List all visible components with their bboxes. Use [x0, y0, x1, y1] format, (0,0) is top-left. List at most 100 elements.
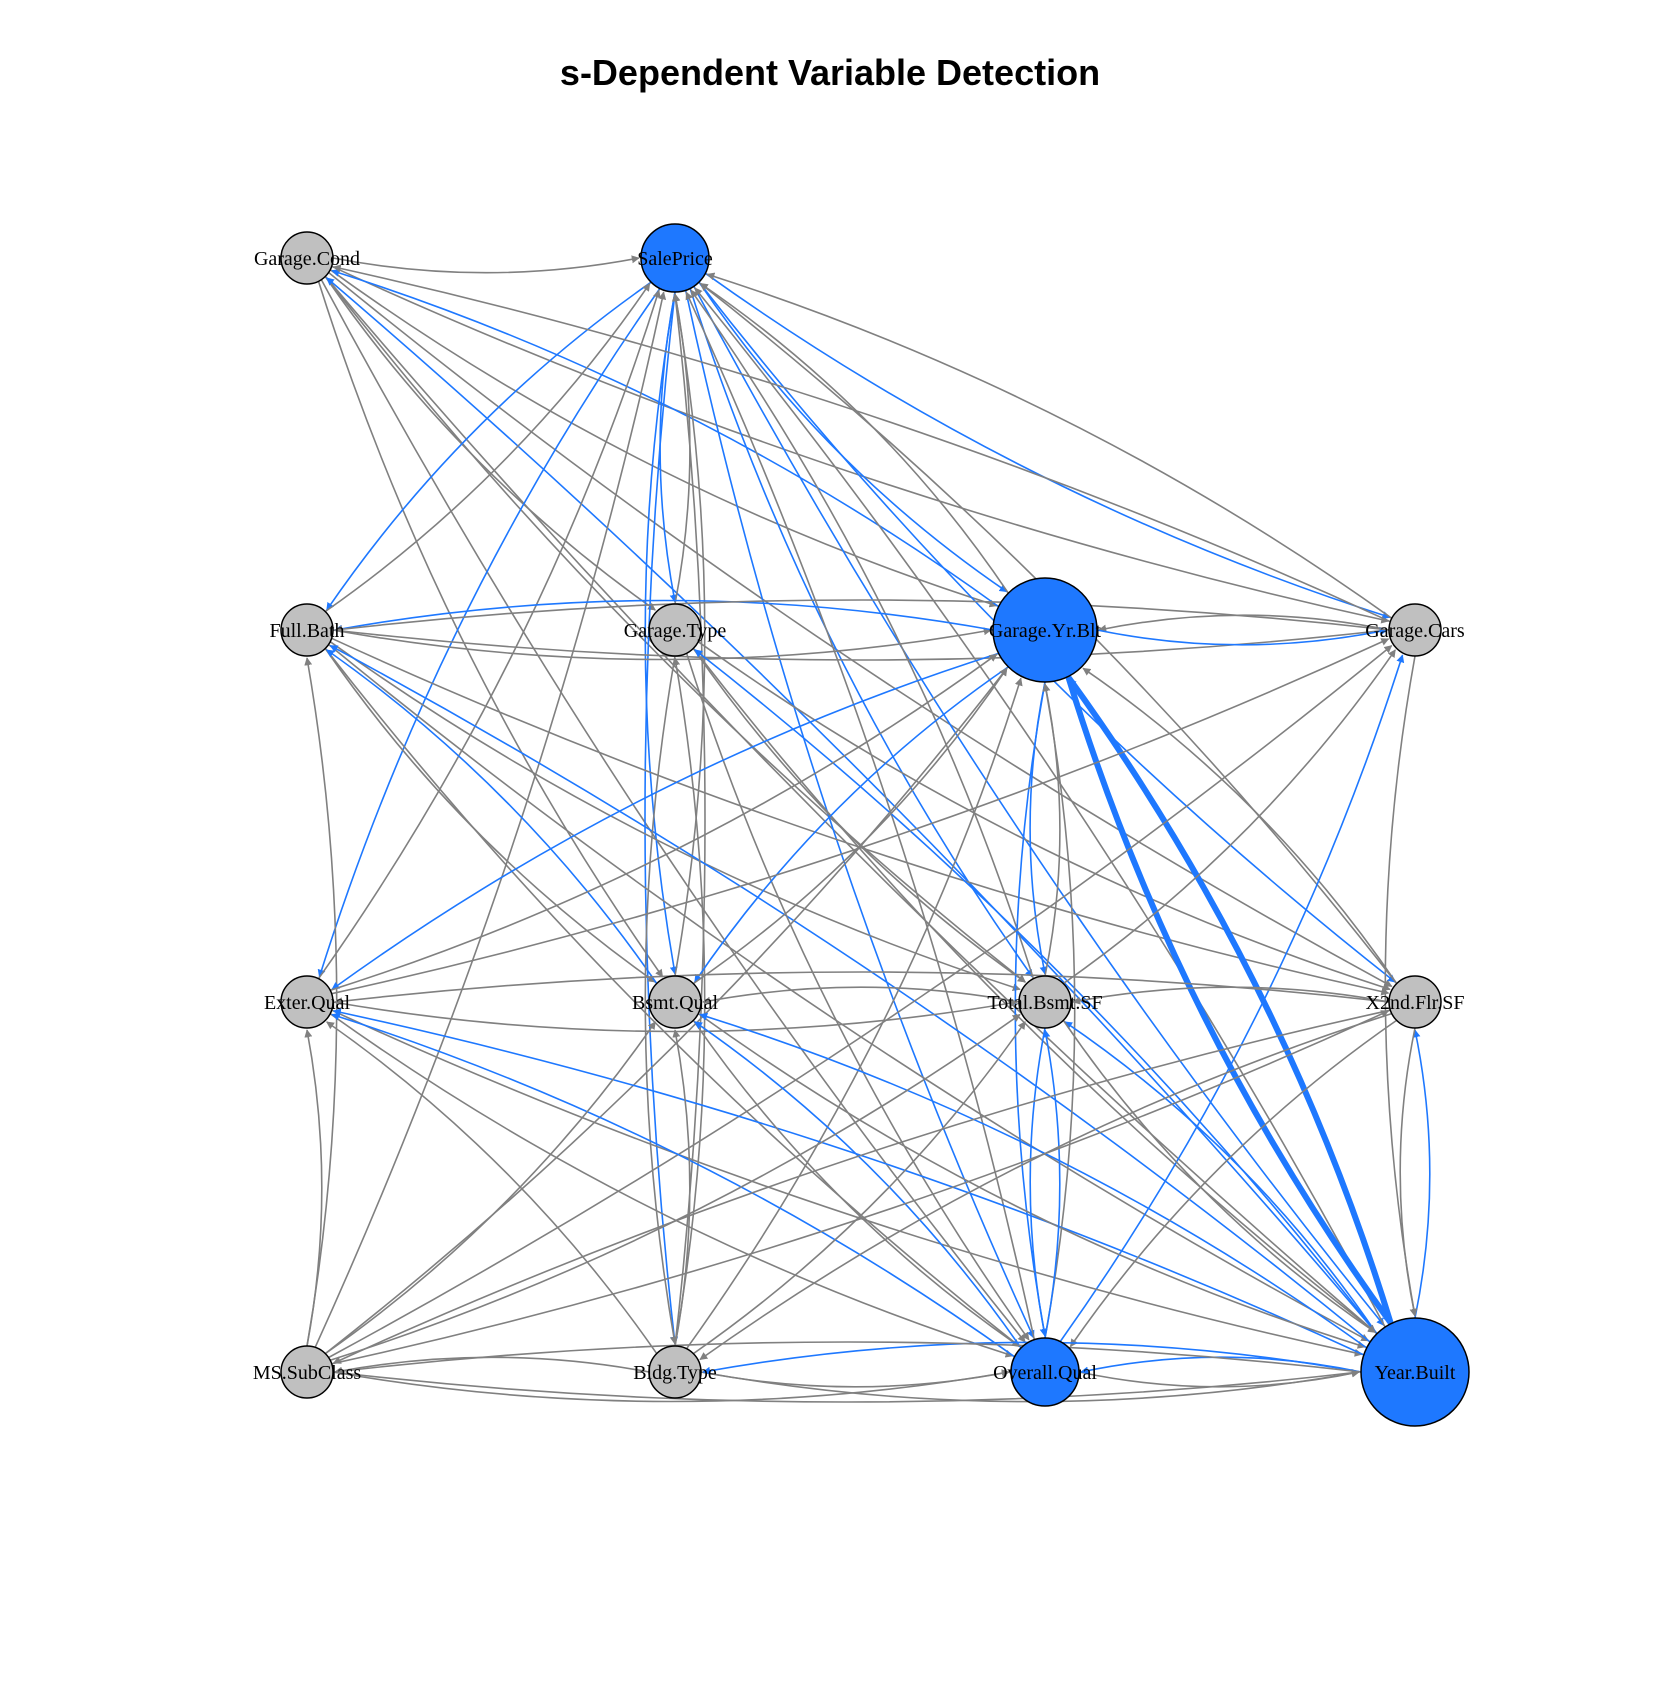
edge-garage_yr_blt-to-garage_cars: [1096, 627, 1388, 646]
node-circle-garage_cond: [280, 231, 334, 285]
node-label-year_built: Year.Built: [1375, 1362, 1456, 1384]
edge-ms_subclass-to-overall_qual: [332, 1369, 1010, 1403]
edge-full_bath-to-saleprice: [324, 282, 651, 613]
node-circle-x2nd_flr_sf: [1388, 975, 1442, 1029]
edge-total_bsmt_sf-to-saleprice: [690, 289, 1035, 979]
edge-full_bath-to-year_built: [328, 643, 1370, 1342]
node-circle-bsmt_qual: [648, 975, 702, 1029]
node-overall_qual: Overall.Qual: [993, 1337, 1097, 1407]
edge-year_built-to-saleprice: [694, 287, 1386, 1328]
edge-garage_yr_blt-to-exter_qual: [331, 652, 999, 991]
diagram-title: s-Dependent Variable Detection: [559, 52, 1101, 93]
edge-year_built-to-exter_qual: [332, 1008, 1365, 1356]
node-circle-exter_qual: [280, 975, 334, 1029]
node-label-total_bsmt_sf: Total.Bsmt.SF: [987, 992, 1102, 1014]
edge-full_bath-to-overall_qual: [324, 647, 1021, 1348]
edge-ms_subclass-to-exter_qual: [304, 1029, 323, 1347]
edge-ms_subclass-to-garage_cars: [328, 644, 1393, 1359]
node-circle-ms_subclass: [280, 1345, 334, 1399]
edge-x2nd_flr_sf-to-garage_yr_blt: [1082, 667, 1398, 985]
edge-garage_cond-to-total_bsmt_sf: [324, 276, 1026, 983]
edge-year_built-to-total_bsmt_sf: [1064, 1021, 1378, 1335]
edge-x2nd_flr_sf-to-year_built: [1399, 1027, 1418, 1317]
node-label-saleprice: SalePrice: [637, 248, 713, 270]
edge-garage_cars-to-garage_cond: [332, 264, 1391, 623]
node-circle-garage_type: [648, 603, 702, 657]
edge-saleprice-to-bsmt_qual: [644, 291, 678, 975]
node-label-garage_yr_blt: Garage.Yr.Blt: [989, 620, 1102, 642]
node-label-overall_qual: Overall.Qual: [993, 1362, 1097, 1384]
edge-bsmt_qual-to-garage_yr_blt: [692, 667, 1008, 985]
edge-overall_qual-to-year_built: [1078, 1369, 1360, 1388]
edge-year_built-to-garage_type: [694, 649, 1378, 1335]
edge-full_bath-to-bsmt_qual: [324, 648, 656, 983]
edge-full_bath-to-x2nd_flr_sf: [331, 637, 1390, 996]
node-label-garage_cars: Garage.Cars: [1365, 620, 1465, 642]
edge-garage_cars-to-full_bath: [334, 599, 1390, 634]
edge-garage_type-to-total_bsmt_sf: [692, 647, 1026, 983]
edge-bldg_type-to-bsmt_qual: [672, 1029, 691, 1347]
edge-garage_cond-to-garage_yr_blt: [329, 269, 998, 608]
edge-garage_cars-to-saleprice: [706, 272, 1393, 619]
edge-garage_cond-to-year_built: [324, 275, 1377, 1333]
edge-overall_qual-to-total_bsmt_sf: [1042, 1029, 1061, 1339]
edge-x2nd_flr_sf-to-ms_subclass: [332, 1009, 1391, 1364]
edge-garage_cars-to-garage_yr_blt: [1098, 614, 1390, 633]
edge-bsmt_qual-to-saleprice: [672, 293, 706, 977]
node-label-full_bath: Full.Bath: [269, 620, 344, 642]
node-garage_cond: Garage.Cond: [254, 231, 360, 285]
edge-full_bath-to-garage_yr_blt: [332, 627, 992, 661]
node-circle-full_bath: [280, 603, 334, 657]
edge-ms_subclass-to-saleprice: [314, 291, 667, 1348]
edge-bsmt_qual-to-year_built: [697, 1012, 1366, 1349]
edge-ms_subclass-to-total_bsmt_sf: [329, 1013, 1021, 1362]
edge-garage_yr_blt-to-total_bsmt_sf: [1029, 681, 1048, 975]
edge-year_built-to-full_bath: [329, 644, 1371, 1343]
edge-garage_yr_blt-to-saleprice: [699, 282, 1009, 594]
edge-overall_qual-to-bsmt_qual: [694, 1021, 1022, 1349]
edge-saleprice-to-exter_qual: [317, 288, 661, 978]
edge-x2nd_flr_sf-to-overall_qual: [1069, 1019, 1398, 1348]
edge-year_built-to-bsmt_qual: [699, 1012, 1368, 1349]
node-label-ms_subclass: MS.SubClass: [253, 1362, 362, 1384]
edge-saleprice-to-overall_qual: [684, 290, 1035, 1339]
edge-year_built-to-ms_subclass: [334, 1341, 1362, 1376]
edge-year_built-to-x2nd_flr_sf: [1412, 1029, 1431, 1319]
edge-year_built-to-garage_cond: [326, 277, 1378, 1335]
edge-garage_cars-to-year_built: [1384, 655, 1418, 1317]
edge-total_bsmt_sf-to-bsmt_qual: [702, 986, 1020, 1005]
node-circle-garage_yr_blt: [992, 577, 1098, 683]
node-ms_subclass: MS.SubClass: [253, 1345, 362, 1399]
edge-overall_qual-to-exter_qual: [331, 1012, 1016, 1358]
edge-exter_qual-to-garage_yr_blt: [329, 653, 998, 992]
edge-saleprice-to-garage_yr_blt: [698, 281, 1008, 593]
node-label-x2nd_flr_sf: X2nd.Flr.SF: [1366, 992, 1465, 1014]
edge-exter_qual-to-year_built: [331, 1009, 1363, 1357]
edge-garage_yr_blt-to-bsmt_qual: [694, 666, 1009, 983]
edge-saleprice-to-total_bsmt_sf: [689, 288, 1034, 978]
edge-bsmt_qual-to-full_bath: [326, 649, 658, 984]
edge-total_bsmt_sf-to-garage_cars: [1062, 649, 1396, 985]
edge-garage_yr_blt-to-overall_qual: [1014, 681, 1048, 1337]
node-garage_cars: Garage.Cars: [1365, 603, 1465, 657]
node-circle-overall_qual: [1010, 1337, 1080, 1407]
edge-garage_cond-to-saleprice: [332, 255, 640, 274]
edge-saleprice-to-year_built: [693, 285, 1385, 1327]
edge-garage_yr_blt-to-year_built: [1065, 675, 1393, 1324]
edge-bldg_type-to-total_bsmt_sf: [692, 1021, 1026, 1355]
node-circle-year_built: [1360, 1317, 1470, 1427]
node-label-garage_cond: Garage.Cond: [254, 248, 360, 270]
node-circle-bldg_type: [648, 1345, 702, 1399]
edge-ms_subclass-to-x2nd_flr_sf: [331, 1010, 1390, 1365]
node-total_bsmt_sf: Total.Bsmt.SF: [987, 975, 1103, 1029]
edge-garage_yr_blt-to-garage_cond: [331, 268, 1000, 608]
edge-garage_type-to-year_built: [692, 647, 1377, 1333]
edge-exter_qual-to-overall_qual: [329, 1013, 1014, 1358]
edge-garage_yr_blt-to-full_bath: [334, 599, 994, 633]
edge-x2nd_flr_sf-to-bldg_type: [699, 1012, 1392, 1361]
node-bldg_type: Bldg.Type: [633, 1345, 717, 1399]
edge-year_built-to-garage_yr_blt: [1066, 676, 1394, 1325]
